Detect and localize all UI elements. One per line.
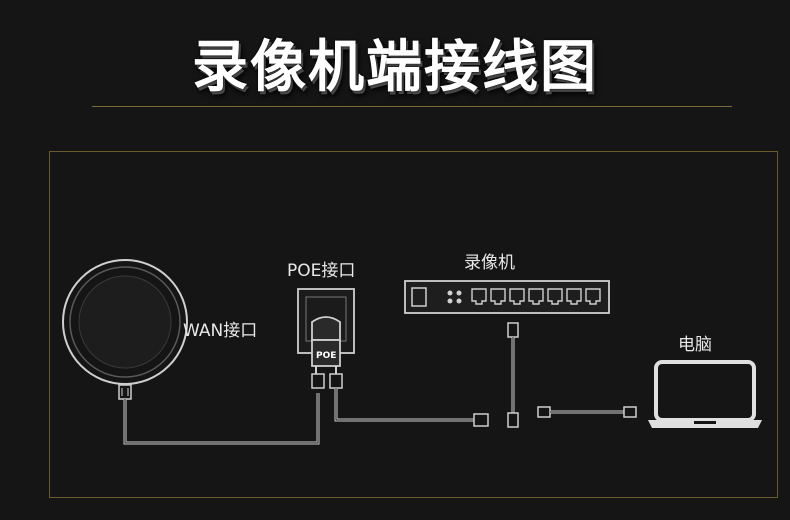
cable-router-to-poe <box>123 393 320 445</box>
computer-cable-icon <box>537 406 637 418</box>
wan-port-label: WAN接口 <box>183 321 258 341</box>
computer-label: 电脑 <box>678 335 712 355</box>
recorder-label: 录像机 <box>464 253 515 273</box>
laptop-icon <box>648 360 762 428</box>
title-divider <box>92 106 732 107</box>
router-cable-plug-icon <box>118 384 132 400</box>
poe-port-label: POE接口 <box>287 261 356 281</box>
recorder-cable-icon <box>507 322 519 428</box>
router-icon <box>62 259 188 385</box>
poe-adapter-label: POE <box>316 351 337 361</box>
poe-adapter-icon <box>311 316 343 389</box>
poe-cable-plug-icon <box>473 413 489 427</box>
recorder-icon <box>404 280 610 314</box>
cable-poe-to-recorder <box>334 388 474 422</box>
page-title: 录像机端接线图 <box>192 35 598 100</box>
diagram-frame <box>49 151 778 498</box>
